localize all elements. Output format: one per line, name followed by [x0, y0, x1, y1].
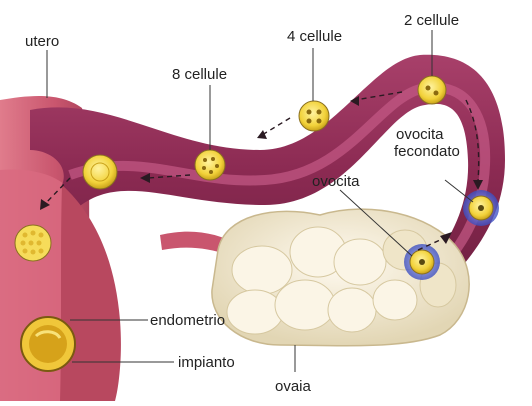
label-ovocita: ovocita [312, 173, 360, 190]
label-ovaia: ovaia [275, 378, 311, 395]
uterine-body [60, 185, 121, 401]
cell-4-cellule [299, 101, 329, 131]
implantation-cell [21, 317, 75, 371]
label-4-cellule: 4 cellule [287, 28, 342, 45]
label-ovocita-fecondato-line1: ovocita [396, 126, 444, 143]
cell-8-cellule [195, 150, 225, 180]
cell-morula [83, 155, 117, 189]
label-ovocita-fecondato-line2: fecondato [394, 143, 460, 160]
ovocita-cell [404, 244, 440, 280]
cell-2-cellule [418, 76, 446, 104]
cell-blastocyst [15, 225, 51, 261]
fertilized-ovum-cell [463, 190, 499, 226]
label-utero: utero [25, 33, 59, 50]
label-endometrio: endometrio [150, 312, 225, 329]
label-8-cellule: 8 cellule [172, 66, 227, 83]
label-impianto: impianto [178, 354, 235, 371]
label-2-cellule: 2 cellule [404, 12, 459, 29]
